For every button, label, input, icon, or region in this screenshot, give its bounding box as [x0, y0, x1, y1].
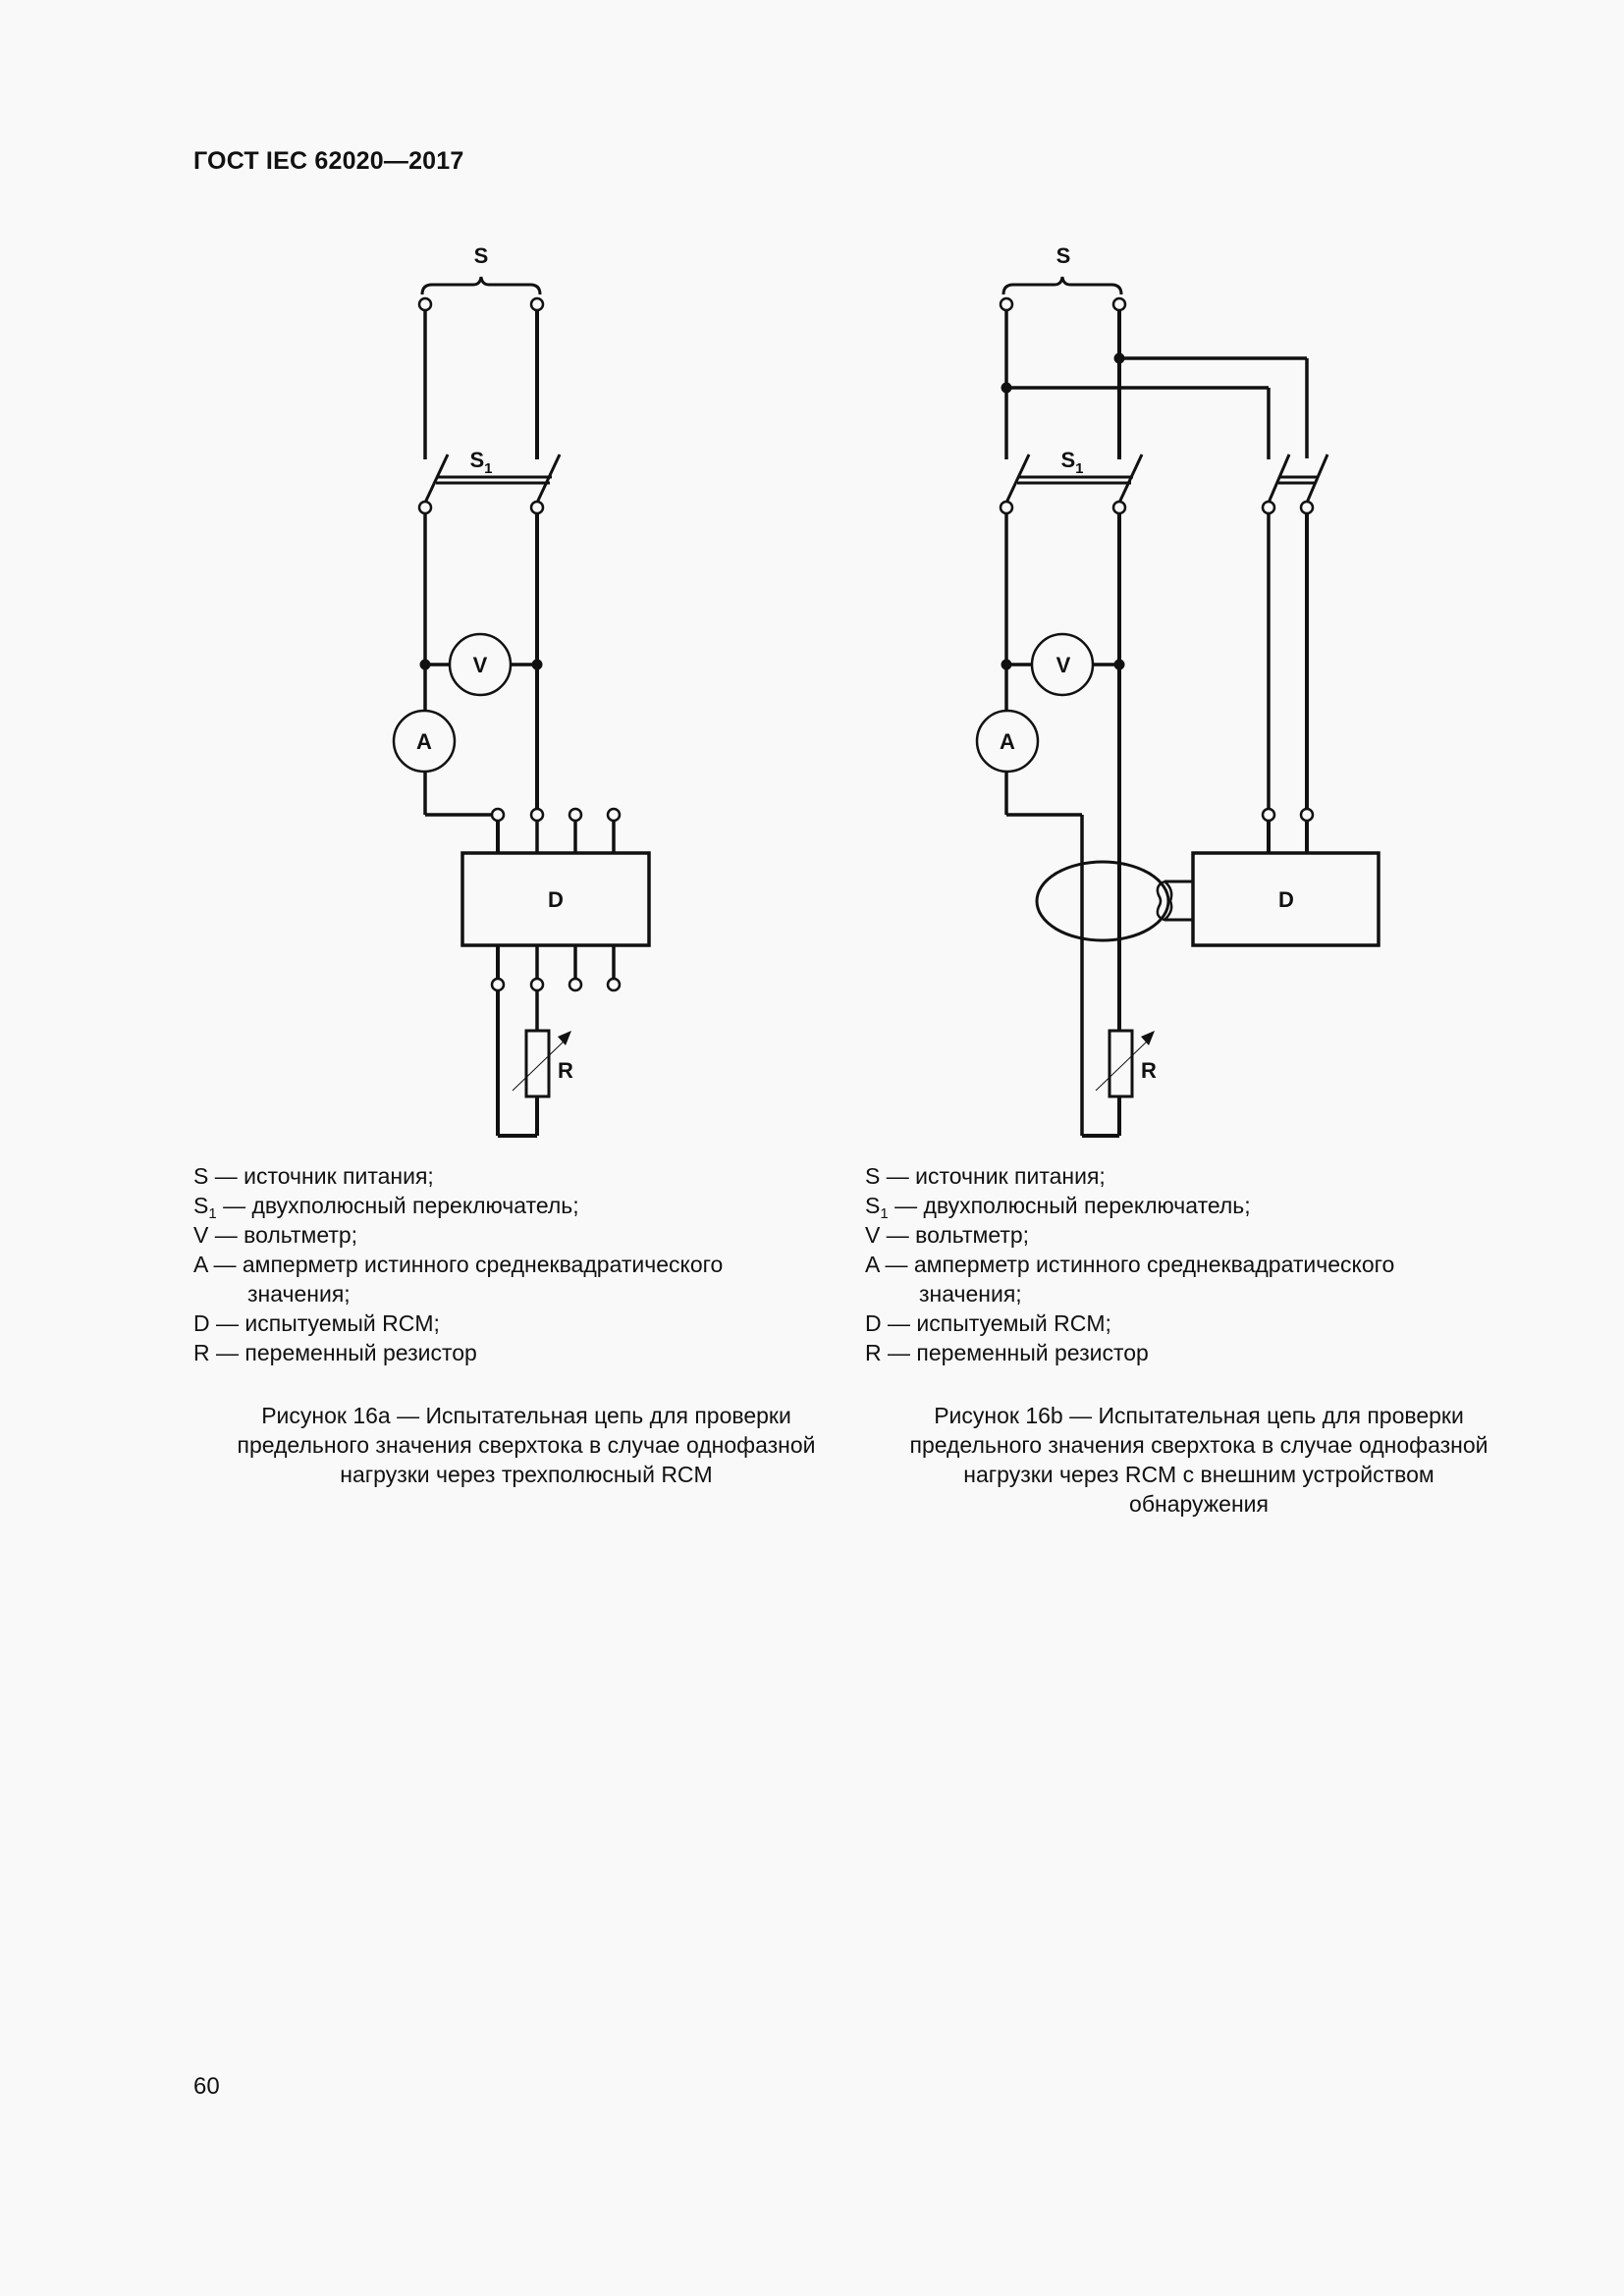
legend-item: значения; [919, 1281, 1022, 1307]
label-source: S [1056, 243, 1071, 268]
legend-item: A — амперметр истинного среднеквадратиче… [193, 1252, 724, 1277]
label-ammeter: A [416, 729, 432, 754]
label-voltmeter: V [1056, 653, 1071, 677]
legend-item: R — переменный резистор [865, 1340, 1149, 1365]
label-switch: S [469, 448, 484, 472]
legend-item: V — вольтметр; [865, 1222, 1030, 1248]
resistor-body [524, 1029, 551, 1098]
current-transformer-toroid [1035, 860, 1170, 942]
voltmeter-circle [448, 632, 513, 697]
device-box [1191, 851, 1380, 947]
document-header: ГОСТ IEC 62020—2017 [193, 147, 464, 175]
ammeter-circle [392, 709, 457, 774]
source-brace [1001, 276, 1123, 295]
page-number: 60 [193, 2073, 220, 2100]
resistor-body [1108, 1029, 1134, 1098]
legend-item: D — испытуемый RCM; [865, 1310, 1111, 1336]
legend-16a: S — источник питания; S1 — двухполюсный … [193, 1161, 723, 1367]
label-device: D [1278, 887, 1294, 912]
voltmeter-circle [1030, 632, 1095, 697]
legend-item: A — амперметр истинного среднеквадратиче… [865, 1252, 1395, 1277]
label-resistor: R [558, 1058, 573, 1083]
figure-caption-16b: Рисунок 16b — Испытательная цепь для про… [909, 1403, 1489, 1517]
ammeter-circle [975, 709, 1040, 774]
label-resistor: R [1141, 1058, 1157, 1083]
legend-16b: S — источник питания; S1 — двухполюсный … [865, 1161, 1394, 1367]
device-box [460, 851, 651, 947]
legend-item: S — источник питания; [865, 1163, 1106, 1189]
resistor-arrow-icon [558, 1031, 571, 1045]
label-ammeter: A [1000, 729, 1015, 754]
legend-item: D — испытуемый RCM; [193, 1310, 440, 1336]
label-source: S [474, 243, 489, 268]
legend-item: значения; [247, 1281, 351, 1307]
source-brace [420, 276, 542, 295]
label-voltmeter: V [473, 653, 488, 677]
legend-item: S — источник питания; [193, 1163, 434, 1189]
svg-text:S1: S1 [1060, 448, 1083, 477]
figure-caption-16a: Рисунок 16а — Испытательная цепь для про… [237, 1403, 816, 1487]
legend-item: V — вольтметр; [193, 1222, 358, 1248]
legend-item: R — переменный резистор [193, 1340, 477, 1365]
label-device: D [548, 887, 564, 912]
label-switch: S [1060, 448, 1075, 472]
legend-item: S1 — двухполюсный переключатель; [193, 1193, 579, 1222]
resistor-arrow-icon [1141, 1031, 1155, 1045]
legend-item: S1 — двухполюсный переключатель; [865, 1193, 1251, 1222]
circuit-diagram-16a: S S1 V A D R [392, 243, 651, 1138]
svg-text:S1: S1 [469, 448, 492, 477]
circuit-diagram-16b: S S1 V A D R [975, 243, 1380, 1138]
